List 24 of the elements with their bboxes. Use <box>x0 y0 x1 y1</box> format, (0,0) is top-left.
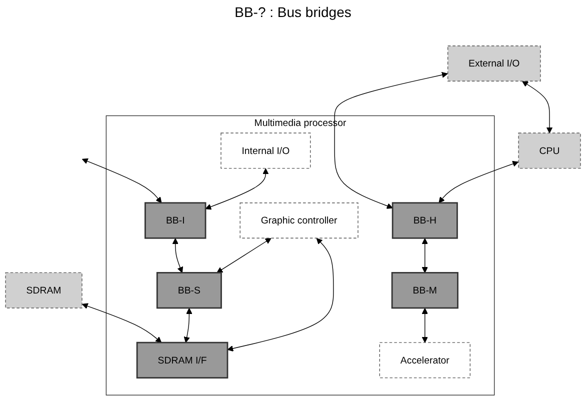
node-box: BB-S <box>156 272 222 309</box>
arrow <box>422 308 428 343</box>
arrow <box>172 238 184 273</box>
node-box: CPU <box>518 132 581 169</box>
arrow <box>205 168 269 210</box>
arrow <box>422 238 428 273</box>
node-box: Graphic controller <box>240 202 358 238</box>
arrow <box>227 238 334 352</box>
note-text: BB-? : Bus bridges <box>234 4 352 20</box>
node-box: BB-H <box>392 202 458 239</box>
arrow <box>334 72 448 209</box>
arrow <box>82 303 162 343</box>
arrow <box>438 160 519 204</box>
node-box: External I/O <box>447 46 541 82</box>
node-box: SDRAM I/F <box>136 342 228 379</box>
arrow <box>184 308 192 343</box>
node-box: BB-I <box>144 202 206 239</box>
node-box: Internal I/O <box>220 132 311 169</box>
arrow <box>216 238 272 273</box>
node-box: BB-M <box>391 272 458 309</box>
node-box: Accelerator <box>379 342 470 378</box>
arrow <box>522 81 553 134</box>
arrow <box>82 158 162 204</box>
node-box: SDRAM <box>5 272 82 308</box>
